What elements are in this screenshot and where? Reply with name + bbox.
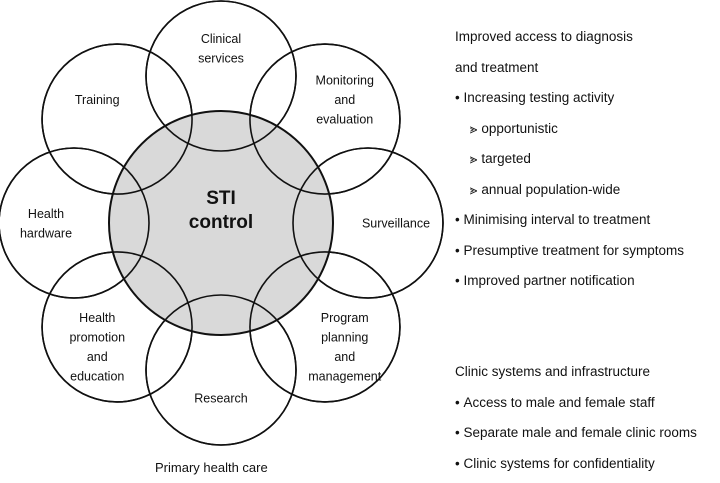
clinic-item-rooms: Separate male and female clinic rooms bbox=[455, 418, 696, 449]
petal-surveillance-outline bbox=[292, 147, 444, 299]
access-subitem-annual: annual population-wide bbox=[455, 175, 684, 206]
petal-clinical-services-outline bbox=[145, 0, 297, 152]
petal-health-promotion-outline bbox=[41, 251, 193, 403]
petal-training-label: Training bbox=[75, 93, 120, 107]
access-subitem-targeted: targeted bbox=[455, 144, 684, 175]
access-panel: Improved access to diagnosis and treatme… bbox=[455, 22, 684, 297]
petal-program-planning-outline bbox=[249, 251, 401, 403]
clinic-systems-panel: Clinic systems and infrastructure Access… bbox=[455, 357, 697, 479]
petal-program-planning-label: Program bbox=[321, 311, 369, 325]
center-label-line2: control bbox=[189, 212, 253, 233]
clinic-item-confidentiality: Clinic systems for confidentiality bbox=[455, 449, 697, 480]
petal-health-promotion-label: Health bbox=[79, 311, 115, 325]
petal-health-hardware-outline bbox=[0, 147, 150, 299]
petal-training-outline bbox=[41, 43, 193, 195]
access-item-partner: Improved partner notification bbox=[455, 266, 684, 297]
access-item-interval: Minimising interval to treatment bbox=[455, 205, 684, 236]
clinic-item-staff: Access to male and female staff bbox=[455, 388, 697, 419]
petal-research-outline bbox=[145, 294, 297, 446]
petal-health-promotion-label: education bbox=[70, 369, 124, 383]
clinic-panel-heading: Clinic systems and infrastructure bbox=[455, 364, 651, 379]
primary-health-care-caption: Primary health care bbox=[155, 460, 268, 475]
petal-monitoring-evaluation-label: and bbox=[334, 93, 355, 107]
access-panel-heading-line2: and treatment bbox=[455, 59, 539, 75]
access-subitem-opportunistic: opportunistic bbox=[455, 114, 684, 145]
petal-health-promotion-label: and bbox=[87, 350, 108, 364]
petal-outline-overlay bbox=[0, 0, 444, 446]
petal-monitoring-evaluation-label: evaluation bbox=[316, 112, 373, 126]
petal-health-hardware-label: hardware bbox=[20, 226, 72, 240]
access-item-testing: Increasing testing activity bbox=[455, 83, 684, 114]
petal-monitoring-evaluation-outline bbox=[249, 43, 401, 195]
petal-clinical-services-label: services bbox=[198, 51, 244, 65]
petal-program-planning-label: planning bbox=[321, 330, 368, 344]
petal-health-hardware-label: Health bbox=[28, 207, 64, 221]
petal-program-planning-label: and bbox=[334, 350, 355, 364]
access-panel-heading-line1: Improved access to diagnosis bbox=[455, 29, 633, 44]
center-label-line1: STI bbox=[206, 188, 236, 209]
petal-research-label: Research bbox=[194, 392, 248, 406]
petal-surveillance-label: Surveillance bbox=[362, 217, 430, 231]
access-item-presumptive: Presumptive treatment for symptoms bbox=[455, 236, 684, 267]
petal-clinical-services-label: Clinical bbox=[201, 32, 241, 46]
petal-health-promotion-label: promotion bbox=[69, 330, 125, 344]
center-circle bbox=[108, 110, 334, 336]
petal-program-planning-label: management bbox=[308, 369, 381, 383]
petal-monitoring-evaluation-label: Monitoring bbox=[316, 73, 374, 87]
